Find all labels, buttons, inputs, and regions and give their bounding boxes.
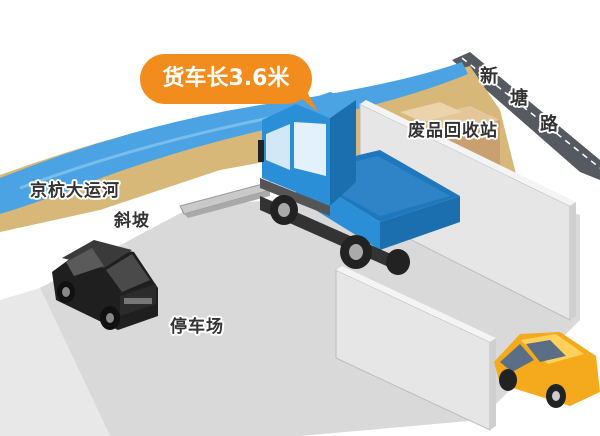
truck xyxy=(258,92,460,275)
slope-label: 斜坡 xyxy=(114,211,150,231)
truck-length-text: 货车长3.6米 xyxy=(162,66,290,91)
canal-label: 京杭大运河 xyxy=(30,181,120,201)
truck-length-callout: 货车长3.6米 xyxy=(140,54,312,104)
road-label-char-2: 塘 xyxy=(510,88,528,109)
parking-label: 停车场 xyxy=(170,317,224,337)
road-label-char-1: 新 xyxy=(480,66,498,87)
road-strip xyxy=(452,52,600,180)
recycling-label: 废品回收站 xyxy=(408,121,498,141)
callout-bubble xyxy=(140,54,318,112)
orange-car xyxy=(494,332,600,408)
road-line xyxy=(461,57,600,169)
road-label-char-3: 路 xyxy=(540,114,558,135)
black-suv xyxy=(52,240,158,330)
